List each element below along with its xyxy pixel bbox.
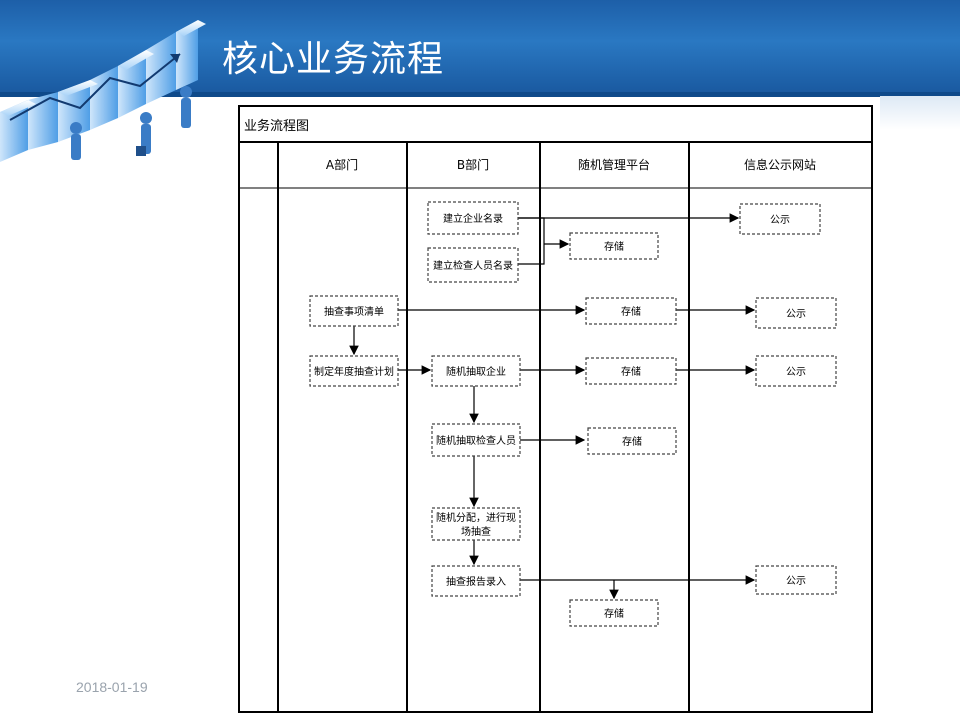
connectors [349, 213, 756, 600]
lane-header-b: B部门 [457, 157, 489, 172]
node-label-store-5: 存储 [604, 607, 624, 620]
bar-blocks [0, 20, 206, 162]
header-fade [880, 96, 960, 130]
node-annual-plan [309, 355, 399, 387]
node-store-2 [585, 297, 677, 325]
node-build-company-list [427, 201, 519, 235]
node-store-3 [585, 357, 677, 385]
trend-arrow [9, 53, 181, 121]
node-label-random-company: 随机抽取企业 [446, 365, 506, 378]
flowchart-frame: 业务流程图 A部门 B部门 随机管理平台 信息公示网站 [238, 98, 878, 718]
node-random-inspector [431, 423, 521, 457]
node-label-build-company-list: 建立企业名录 [443, 212, 503, 225]
node-publish-3 [755, 355, 837, 387]
diagram-title: 业务流程图 [244, 118, 309, 134]
node-label-annual-plan: 制定年度抽查计划 [314, 365, 394, 378]
figure-1 [70, 122, 82, 160]
node-report-entry [431, 565, 521, 597]
node-build-inspector-list [427, 247, 519, 283]
slide-title: 核心业务流程 [222, 39, 445, 80]
node-label-publish-2: 公示 [786, 309, 806, 320]
node-publish-2 [755, 297, 837, 329]
node-store-5 [569, 599, 659, 627]
node-store-4 [587, 427, 677, 455]
node-label-publish-4: 公示 [786, 576, 806, 587]
lane-header-platform: 随机管理平台 [578, 157, 650, 172]
node-label-store-2: 存储 [621, 305, 641, 318]
swimlane-grid [238, 105, 873, 713]
node-label-checklist: 抽查事项清单 [324, 305, 384, 318]
node-label-publish-1: 公示 [770, 215, 790, 226]
node-label-report-entry: 抽查报告录入 [446, 575, 506, 588]
node-label-build-inspector-list: 建立检查人员名录 [433, 259, 513, 272]
business-growth-illustration [0, 20, 206, 162]
node-label-random-inspector: 随机抽取检查人员 [436, 434, 516, 447]
node-label-publish-3: 公示 [786, 367, 806, 378]
figure-3 [180, 86, 192, 128]
node-label-store-4: 存储 [622, 435, 642, 448]
node-random-company [431, 355, 521, 387]
node-label-assign-line2: 场抽查 [461, 525, 491, 538]
node-assign-onsite [431, 507, 521, 541]
node-label-store-3: 存储 [621, 365, 641, 378]
lane-header-website: 信息公示网站 [744, 157, 816, 172]
node-label-store-1: 存储 [604, 240, 624, 253]
node-store-1 [569, 232, 659, 260]
business-flowchart: 业务流程图 A部门 B部门 随机管理平台 信息公示网站 [238, 105, 873, 713]
header-stripe [0, 92, 960, 97]
node-checklist [309, 295, 399, 327]
node-publish-1 [739, 203, 821, 235]
node-label-assign-line1: 随机分配，进行现 [436, 511, 516, 524]
figure-2 [136, 112, 152, 156]
lane-header-a: A部门 [326, 157, 358, 172]
node-publish-4 [755, 565, 837, 595]
slide-date: 2018-01-19 [76, 679, 148, 695]
